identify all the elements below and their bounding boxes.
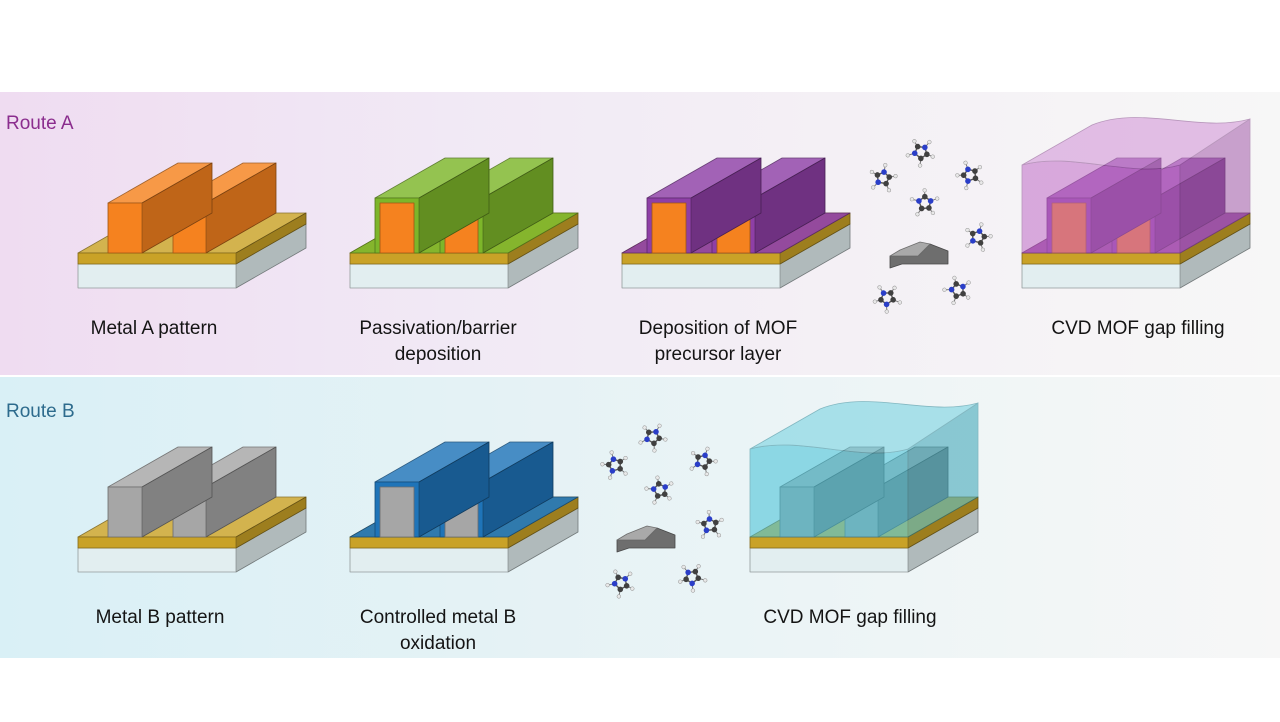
metal-source-icon [889, 241, 949, 269]
mof-fill-front [1021, 160, 1181, 254]
mof-filled-lines-icon [1021, 117, 1251, 289]
gold-layer-front [349, 536, 509, 549]
metal-line-1-front [107, 202, 143, 254]
imidazole-molecule-icon [644, 475, 674, 505]
imidazole-molecule-icon [695, 509, 724, 539]
imidazole-molecule-icon [869, 163, 898, 193]
caption-precursor: Deposition of MOF precursor layer [638, 318, 798, 365]
substrate-front [77, 263, 237, 289]
caption-passivation: Passivation/barrier deposition [359, 318, 517, 365]
substrate-front [349, 263, 509, 289]
imidazole-molecule-icon [678, 564, 708, 593]
passivated-lines-icon [349, 157, 579, 289]
gold-layer-front [77, 252, 237, 265]
imidazole-molecule-icon [872, 285, 902, 314]
mof-fill-top [749, 401, 979, 454]
substrate-front [77, 547, 237, 573]
imidazole-molecule-icon [600, 450, 628, 480]
mof-fill-top [1021, 117, 1251, 170]
gold-layer-front [621, 252, 781, 265]
imidazole-molecule-icon [942, 275, 971, 305]
gold-layer-front [349, 252, 509, 265]
precursor-coated-lines-icon [621, 157, 851, 289]
substrate-front [349, 547, 509, 573]
caption-cvd-mof-b: CVD MOF gap filling [763, 607, 937, 628]
imidazole-molecule-icon [955, 160, 984, 191]
mof-fill [749, 401, 979, 538]
metal-line-1-front [379, 486, 415, 538]
metal-source-icon [616, 525, 676, 553]
caption-oxidation: Controlled metal B oxidation [359, 607, 517, 654]
mof-fill-front [749, 444, 909, 538]
mof-filled-lines-icon [749, 401, 979, 573]
route-b-label: Route B [6, 401, 75, 422]
gold-layer-front [1021, 252, 1181, 265]
imidazole-molecule-icon [909, 188, 940, 217]
mof-fill [1021, 117, 1251, 254]
caption-cvd-mof-a: CVD MOF gap filling [1051, 318, 1225, 339]
gold-layer-front [749, 536, 909, 549]
caption-metal-b-pattern: Metal B pattern [95, 607, 225, 628]
imidazole-molecule-icon [638, 423, 668, 453]
route-a-label: Route A [6, 113, 74, 134]
substrate-front [1021, 263, 1181, 289]
source-top [616, 525, 658, 541]
imidazole-molecule-icon [905, 139, 935, 168]
imidazole-molecule-icon [965, 222, 993, 252]
imidazole-molecule-icon [605, 569, 635, 599]
metal-line-1-front [379, 202, 415, 254]
metal-b-lines-icon [77, 446, 307, 573]
source-top [889, 241, 931, 257]
gold-layer-front [77, 536, 237, 549]
substrate-front [749, 547, 909, 573]
metal-a-lines-icon [77, 162, 307, 289]
imidazole-molecule-icon [689, 446, 718, 477]
metal-line-1-front [107, 486, 143, 538]
substrate-front [621, 263, 781, 289]
oxidized-lines-icon [349, 441, 579, 573]
metal-line-1-front [651, 202, 687, 254]
caption-metal-a-pattern: Metal A pattern [90, 318, 218, 339]
